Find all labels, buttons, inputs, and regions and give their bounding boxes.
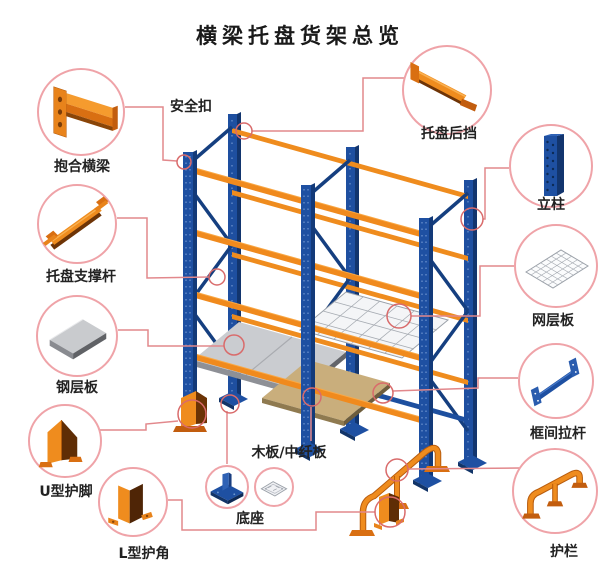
callout-circle-frame-tie-rod [518, 343, 594, 419]
rack-l-corner-guard [374, 493, 404, 530]
steel-shelf-icon [49, 319, 107, 360]
callout-circle-steel-shelf [36, 295, 118, 377]
u-foot-guard-icon [38, 420, 83, 468]
callout-label-mesh-shelf: 网层板 [532, 313, 574, 329]
callout-circle-pallet-support-bar [37, 184, 117, 264]
rack-back-beams [232, 128, 468, 385]
callout-circle-u-foot-guard [28, 404, 102, 478]
callout-label-l-corner-guard: L型护角 [118, 546, 170, 562]
mesh-shelf-icon [525, 249, 589, 289]
pallet-back-stop-icon [410, 62, 478, 112]
callout-circle-guard-rail [512, 448, 598, 534]
callout-label-pallet-support-bar: 托盘支撑杆 [46, 269, 116, 285]
rack-frame-braces [186, 125, 470, 433]
pallet-support-bar-icon [42, 196, 109, 250]
guard-rail-icon [522, 469, 588, 519]
callout-circle-base [205, 465, 249, 509]
endpoint-circles [176, 122, 484, 528]
rack-front-columns [183, 150, 433, 484]
page-title: 横梁托盘货架总览 [196, 24, 404, 48]
rack-base-plates [219, 391, 487, 492]
upright-column-icon [544, 134, 564, 196]
callout-label-frame-tie-rod: 框间拉杆 [530, 426, 586, 442]
callout-circle-clamp-beam [37, 68, 125, 156]
callout-label-base: 底座 [236, 511, 264, 527]
rack-u-foot-guard [173, 391, 207, 432]
callout-label-guard-rail: 护栏 [550, 544, 578, 560]
l-corner-guard-icon [108, 483, 153, 526]
callout-label-pallet-back-stop: 托盘后挡 [421, 126, 477, 142]
rack-mesh-panel [298, 291, 450, 359]
callout-label-upright-column: 立柱 [537, 197, 565, 213]
callout-label-u-foot-guard: U型护脚 [39, 484, 93, 500]
callout-circle-base-plate-drawing [254, 467, 294, 507]
label-safety-clip: 安全扣 [170, 99, 212, 115]
label-wood-mdf-board: 木板/中纤板 [251, 445, 327, 461]
callout-circle-mesh-shelf [514, 224, 598, 308]
clamp-beam-icon [53, 86, 118, 138]
callout-circle-l-corner-guard [98, 467, 168, 537]
base-plate-drawing-icon [260, 481, 288, 497]
rack-guard-rail [349, 444, 450, 536]
base-icon [210, 472, 244, 505]
callout-circle-pallet-back-stop [402, 45, 492, 135]
callout-label-clamp-beam: 抱合横梁 [54, 159, 110, 175]
callout-circle-upright-column [509, 124, 593, 208]
callout-label-steel-shelf: 钢层板 [56, 380, 98, 396]
connector-lines [100, 77, 521, 531]
frame-tie-rod-icon [530, 357, 580, 407]
